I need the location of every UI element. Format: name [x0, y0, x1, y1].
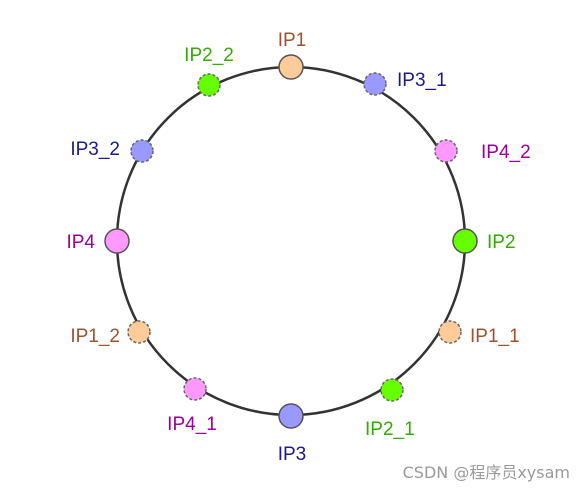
- node-ip1: [278, 54, 304, 80]
- node-ip4: [104, 228, 130, 254]
- label-ip2: IP2: [487, 232, 516, 253]
- node-ip2: [452, 228, 478, 254]
- label-ip3: IP3: [278, 444, 307, 465]
- node-ip3: [278, 403, 304, 429]
- label-ip4-2: IP4_2: [481, 142, 531, 163]
- label-ip3-2: IP3_2: [70, 139, 120, 160]
- node-ip4-2: [434, 139, 458, 163]
- label-ip1-1: IP1_1: [470, 326, 520, 347]
- node-ip1-2: [127, 320, 151, 344]
- label-ip2-2: IP2_2: [184, 45, 234, 66]
- node-ip3-2: [130, 139, 154, 163]
- label-ip2-1: IP2_1: [365, 419, 415, 440]
- node-ip3-1: [363, 72, 387, 96]
- hash-ring: [115, 65, 467, 417]
- label-ip3-1: IP3_1: [397, 70, 447, 91]
- node-ip2-1: [380, 378, 404, 402]
- node-ip1-1: [438, 320, 462, 344]
- watermark: CSDN @程序员xysam: [402, 463, 570, 482]
- label-ip4: IP4: [66, 232, 95, 253]
- label-ip4-1: IP4_1: [167, 414, 217, 435]
- label-ip1-2: IP1_2: [70, 326, 120, 347]
- node-ip2-2: [197, 73, 221, 97]
- node-ip4-1: [183, 377, 207, 401]
- label-ip1: IP1: [278, 30, 307, 51]
